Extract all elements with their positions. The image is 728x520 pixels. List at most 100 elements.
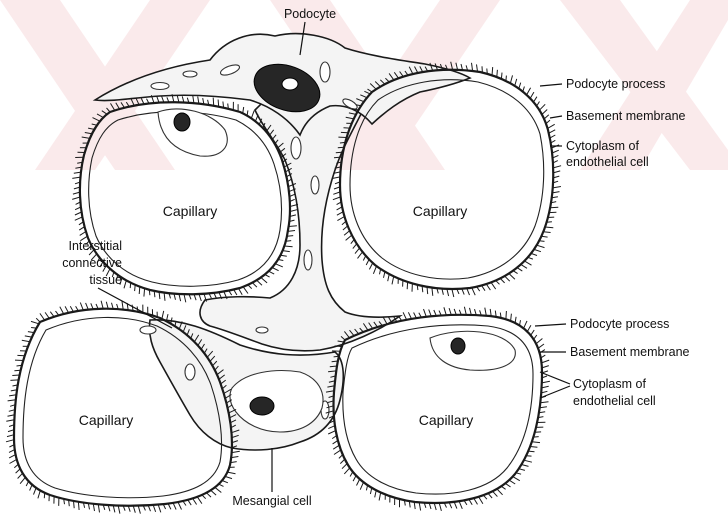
foot-process: [333, 445, 339, 449]
label-basement-membrane-top: Basement membrane: [566, 109, 686, 123]
foot-process: [472, 63, 473, 71]
foot-process: [432, 288, 433, 296]
foot-process: [334, 450, 341, 455]
foot-process: [493, 491, 498, 496]
foot-process: [515, 317, 516, 323]
label-podocyte-process-top: Podocyte process: [566, 77, 665, 91]
foot-process: [124, 280, 126, 288]
foot-process: [360, 482, 363, 490]
foot-process: [342, 464, 347, 469]
foot-process: [472, 288, 475, 296]
foot-process: [496, 281, 500, 285]
foot-process: [515, 79, 517, 86]
foot-process: [524, 261, 531, 265]
foot-process: [534, 97, 537, 102]
foot-process: [193, 498, 197, 504]
foot-process: [130, 283, 131, 288]
foot-process: [511, 314, 512, 321]
foot-process: [467, 288, 470, 295]
foot-process: [252, 283, 257, 287]
podocyte-nucleolus: [282, 78, 298, 90]
foot-process: [539, 104, 545, 110]
foot-process: [549, 130, 555, 133]
foot-process: [283, 251, 290, 252]
foot-process: [353, 476, 356, 482]
foot-process: [26, 481, 28, 486]
foot-process: [162, 311, 164, 319]
foot-process: [65, 306, 68, 312]
foot-process: [12, 375, 19, 376]
endothelial-nucleus: [451, 338, 465, 354]
foot-process: [153, 505, 155, 512]
foot-process: [50, 312, 54, 317]
foot-process: [505, 276, 510, 281]
foot-process: [158, 505, 161, 513]
foot-process: [38, 491, 40, 499]
foot-process: [516, 473, 521, 474]
foot-process: [528, 451, 534, 452]
foot-process: [10, 380, 18, 381]
foot-process: [31, 321, 39, 323]
foot-process: [528, 257, 533, 259]
foot-process: [363, 256, 365, 261]
foot-process: [135, 285, 136, 291]
foot-process: [419, 502, 420, 510]
foot-process: [257, 280, 262, 285]
foot-process: [173, 503, 176, 510]
foot-process: [487, 69, 488, 74]
foot-process: [479, 497, 483, 504]
foot-process: [202, 495, 206, 499]
foot-process: [521, 264, 527, 268]
foot-process: [213, 98, 214, 106]
foot-process: [144, 288, 145, 296]
foot-process: [537, 102, 540, 107]
foot-process: [531, 253, 537, 255]
foot-process: [545, 227, 553, 228]
foot-process: [337, 207, 343, 210]
foot-process: [527, 325, 531, 331]
foot-process: [70, 306, 73, 312]
foot-process: [532, 442, 540, 443]
foot-process: [40, 313, 45, 320]
foot-process: [513, 271, 518, 274]
foot-process: [228, 104, 229, 109]
foot-process: [45, 312, 49, 318]
foot-process: [211, 490, 216, 495]
foot-process: [542, 381, 550, 383]
foot-process: [379, 492, 381, 500]
capillary-label: Capillary: [163, 203, 217, 219]
foot-process: [14, 370, 20, 371]
foot-process: [501, 486, 505, 489]
foot-process: [101, 301, 103, 309]
foot-process: [340, 142, 345, 143]
foot-process: [543, 232, 550, 233]
foot-process: [197, 497, 202, 504]
label-podocyte-process-bottom: Podocyte process: [570, 317, 669, 331]
foot-process: [422, 286, 423, 292]
foot-process: [248, 285, 252, 289]
foot-process: [284, 246, 292, 247]
label-cytoplasm-top-1: Cytoplasm of: [566, 139, 639, 153]
foot-process: [482, 285, 486, 290]
foot-process: [408, 312, 411, 319]
foot-process: [225, 476, 232, 478]
foot-process: [286, 241, 291, 242]
foot-process: [25, 336, 32, 337]
foot-process: [9, 455, 16, 458]
foot-process: [272, 268, 279, 271]
label-interstitial-1: Interstitial: [69, 239, 123, 253]
foot-process: [509, 274, 515, 280]
foot-process: [338, 147, 344, 148]
foot-process: [539, 241, 544, 242]
foot-process: [542, 360, 550, 363]
foot-process: [424, 309, 427, 317]
label-mesangial-cell: Mesangial cell: [232, 494, 311, 508]
foot-process: [531, 330, 535, 335]
foot-process: [519, 469, 525, 471]
label-podocyte: Podocyte: [284, 7, 336, 21]
foot-process: [392, 276, 394, 284]
foot-process: [527, 88, 531, 95]
foot-process: [459, 501, 462, 509]
